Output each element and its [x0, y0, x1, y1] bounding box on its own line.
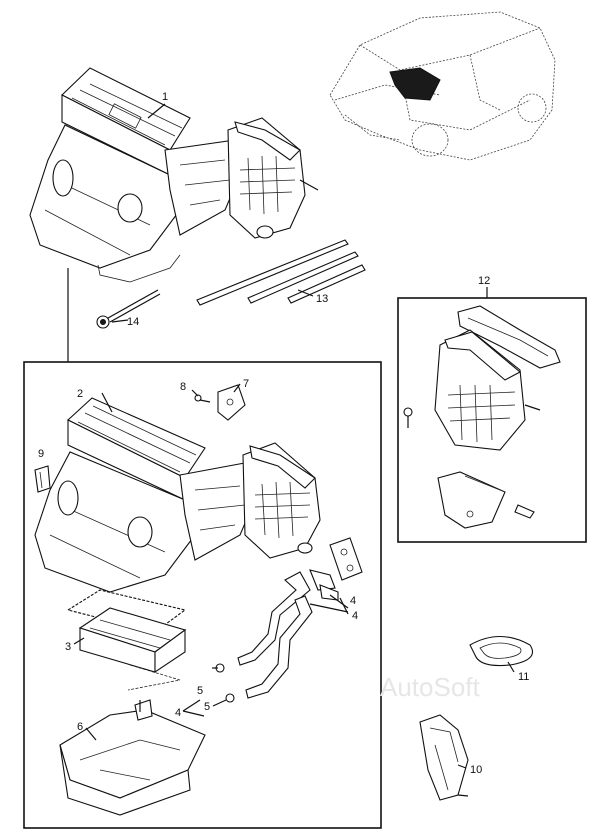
callout-4-a: 4 [350, 595, 356, 607]
heater-pipes [215, 569, 349, 703]
callout-5-b: 5 [204, 701, 210, 713]
callout-labels: 1 13 14 12 2 8 7 9 4 4 3 5 4 5 6 11 10 [38, 91, 529, 776]
lower-housing [59, 699, 206, 816]
callout-3: 3 [65, 641, 71, 653]
callout-leaders [73, 103, 515, 769]
detail-box [23, 361, 382, 829]
bracket-part [217, 384, 246, 421]
callout-13: 13 [316, 293, 328, 305]
seal-strips [196, 239, 366, 306]
callout-8: 8 [180, 381, 186, 393]
callout-14: 14 [127, 316, 139, 328]
blower-housing [403, 305, 561, 529]
small-screw [194, 394, 211, 403]
heater-housing-assembly [29, 67, 319, 283]
seal-ring [469, 636, 534, 667]
grommet-part [329, 537, 363, 581]
heater-housing-detail [34, 397, 321, 593]
mounting-bolt [96, 289, 161, 329]
car-illustration [329, 11, 556, 161]
callout-7: 7 [243, 378, 249, 390]
callout-9: 9 [38, 448, 44, 460]
heater-core [66, 589, 187, 691]
callout-10: 10 [470, 764, 482, 776]
callout-5-a: 5 [197, 685, 203, 697]
heater-location-marker [389, 67, 441, 101]
blower-detail-box [397, 297, 587, 543]
callout-4-c: 4 [175, 707, 181, 719]
callout-6: 6 [77, 721, 83, 733]
callout-12: 12 [478, 275, 490, 287]
watermark: AutoSoft [380, 672, 481, 702]
callout-1: 1 [162, 91, 168, 103]
clip-part [34, 465, 51, 493]
callout-11: 11 [518, 671, 529, 683]
air-duct [419, 714, 469, 801]
callout-2: 2 [77, 388, 83, 400]
callout-4-b: 4 [352, 610, 358, 622]
